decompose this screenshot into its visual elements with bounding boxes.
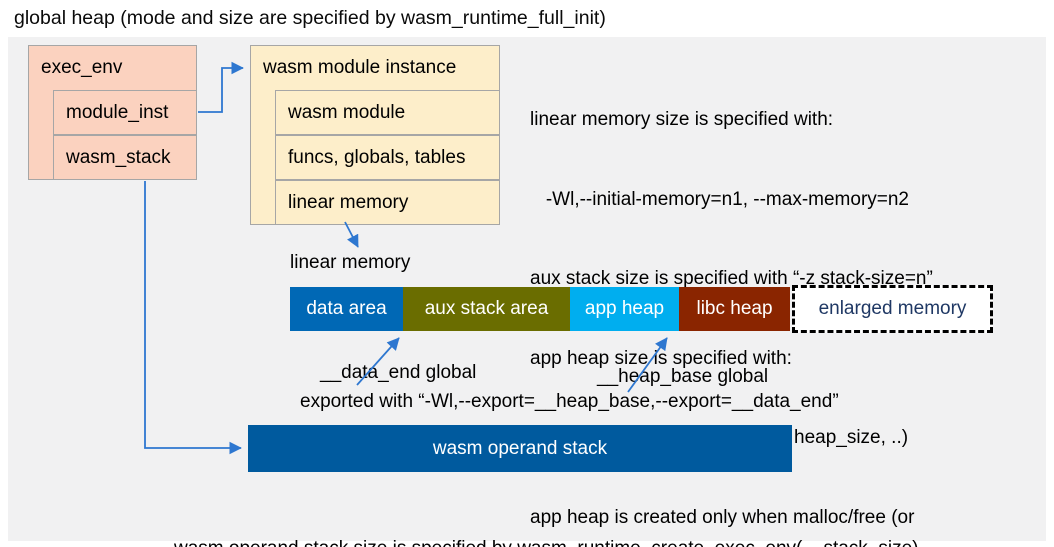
note-line: -Wl,--initial-memory=n1, --max-memory=n2 [530, 188, 909, 210]
wasm-stack-box: wasm_stack [53, 135, 197, 180]
funcs-globals-tables-box: funcs, globals, tables [275, 135, 500, 180]
module-inst-box: module_inst [53, 90, 197, 135]
segment-data-area: data area [290, 287, 403, 331]
segment-libc-heap-label: libc heap [696, 298, 773, 319]
module-instance-title: wasm module instance [263, 57, 457, 78]
module-inst-label: module_inst [66, 102, 169, 123]
wasm-operand-stack-bar: wasm operand stack [248, 425, 792, 472]
segment-app-heap: app heap [570, 287, 679, 331]
footer-line: wasm operand stack size is specified by … [174, 535, 919, 547]
segment-enlarged-memory-label: enlarged memory [818, 298, 967, 319]
exec-env-title: exec_env [41, 57, 123, 78]
diagram-title: global heap (mode and size are specified… [14, 7, 606, 29]
segment-app-heap-label: app heap [584, 298, 665, 319]
data-end-global-label: __data_end global [320, 362, 477, 383]
footer-block: wasm operand stack size is specified by … [174, 481, 919, 547]
wasm-operand-stack-label: wasm operand stack [432, 437, 608, 459]
heap-base-global-label: __heap_base global [597, 366, 769, 387]
wasm-module-label: wasm module [288, 102, 406, 123]
funcs-globals-tables-label: funcs, globals, tables [288, 147, 466, 168]
segment-data-area-label: data area [306, 298, 387, 319]
note-line: aux stack size is specified with “-z sta… [530, 268, 933, 289]
linear-memory-label: linear memory [290, 252, 411, 273]
segment-aux-stack-area: aux stack area [403, 287, 570, 331]
linear-memory-cell-box: linear memory [275, 180, 500, 225]
exported-with-line: exported with “-Wl,--export=__heap_base,… [300, 391, 839, 412]
wasm-stack-label: wasm_stack [66, 147, 171, 168]
linear-memory-cell-label: linear memory [288, 192, 409, 213]
note-line: app heap is created only when malloc/fre… [530, 506, 915, 528]
note-line: linear memory size is specified with: [530, 109, 834, 130]
wasm-module-box: wasm module [275, 90, 500, 135]
notes-block: linear memory size is specified with: -W… [530, 54, 933, 547]
segment-libc-heap: libc heap [679, 287, 790, 331]
segment-aux-stack-area-label: aux stack area [424, 298, 549, 319]
segment-enlarged-memory: enlarged memory [792, 285, 993, 333]
